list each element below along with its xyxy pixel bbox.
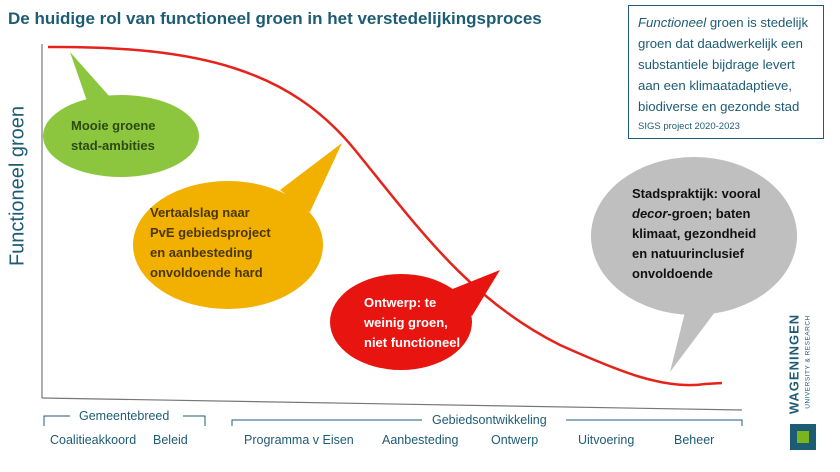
speech-bubble-grey [591,157,797,372]
definition-text: groen is stedelijk groen dat daadwerkeli… [638,15,809,114]
page-title: De huidige rol van functioneel groen in … [8,9,542,28]
speech-bubble-red [330,270,500,370]
speech-bubble-green [43,52,199,177]
bracket-gemeentebreed [43,415,206,426]
phase-beleid: Beleid [153,433,188,447]
bubble-tail-grey [670,300,724,372]
logo-mark-icon [790,424,816,450]
bracket-gebiedsontwikkeling-left [231,419,422,426]
logo-name: WAGENINGEN [786,313,802,415]
decline-curve [47,45,723,387]
group-label-gemeentebreed: Gemeentebreed [79,409,170,423]
x-axis [41,397,743,411]
bubble-body-amber [133,181,323,309]
phase-beheer: Beheer [674,433,715,447]
phase-ontwerp: Ontwerp [491,433,539,447]
italic-decor: decor [632,206,668,221]
phase-programma-v-eisen: Programma v Eisen [244,433,354,447]
bubble-body-green [43,95,199,177]
bracket-gemeentebreed-left [43,415,70,426]
grey-line-2-rest: -groen; baten [667,206,751,221]
definition-box: Functioneel groen is stedelijk groen dat… [628,5,824,139]
bubble-text-red: Ontwerp: te weinig groen, niet functione… [364,295,461,350]
definition-source: SIGS project 2020-2023 [638,121,740,132]
bubble-text-amber: Vertaalslag naar PvE gebiedsproject en a… [150,205,271,280]
bubble-text-grey: Stadspraktijk: vooral decor-groen; baten… [632,186,761,281]
group-label-gebiedsontwikkeling: Gebiedsontwikkeling [432,413,547,427]
bracket-gebiedsontwikkeling-right [566,419,743,426]
phase-coalitieakkoord: Coalitieakkoord [50,433,137,447]
bracket-gemeentebreed-right [183,415,206,426]
definition-italic: Functioneel [638,15,707,30]
speech-bubble-amber [133,143,342,309]
bubble-tail-green [70,52,110,104]
wageningen-logo: WAGENINGEN UNIVERSITY & RESEARCH [786,304,826,468]
phase-aanbesteding: Aanbesteding [382,433,459,447]
bubble-body-red [330,274,472,370]
bubble-tail-red [440,270,500,316]
bubble-body-grey [591,157,797,315]
logo-sub: UNIVERSITY & RESEARCH [804,315,812,409]
phase-uitvoering: Uitvoering [578,433,635,447]
bubble-text-green: Mooie groene stad-ambities [71,118,156,153]
bubble-tail-amber [280,143,342,212]
grey-line-2: decor-groen; baten [632,204,761,224]
bracket-gebiedsontwikkeling [231,419,743,426]
